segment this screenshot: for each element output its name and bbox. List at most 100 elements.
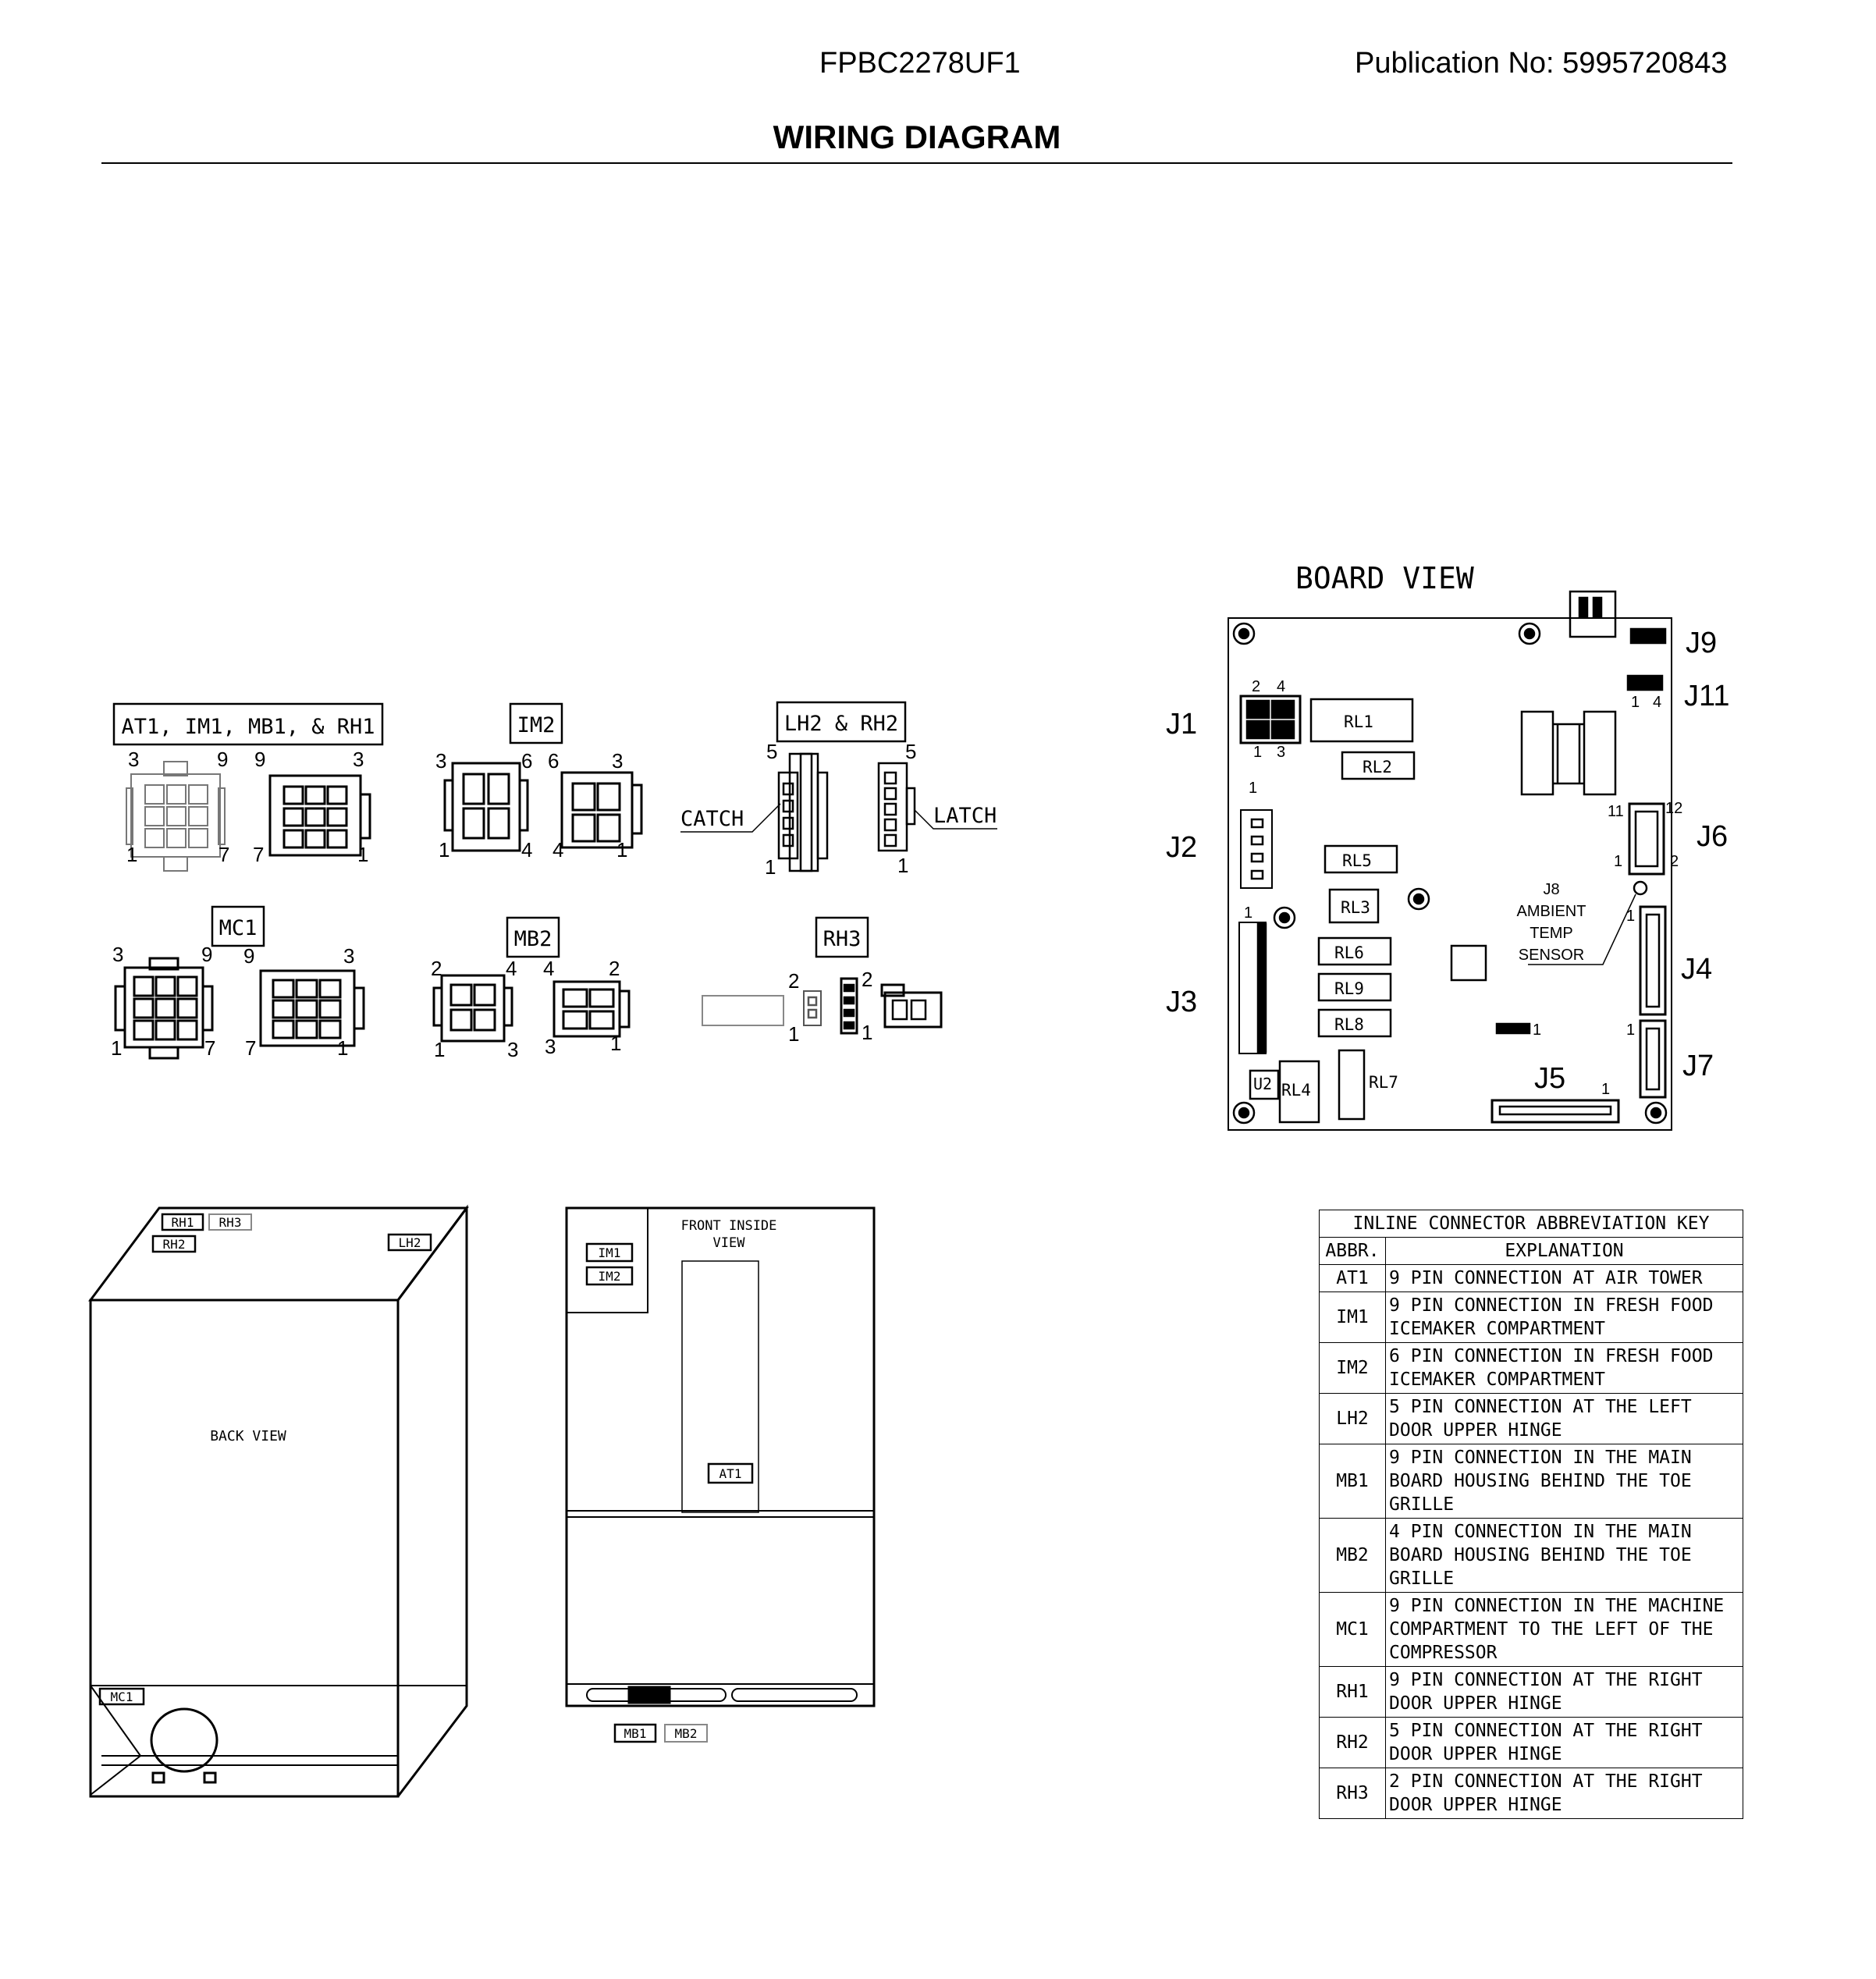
svg-text:3: 3 <box>435 749 446 773</box>
board-labels: J9 J11 J1 J2 J3 J4 J5 J6 J7 RL1 RL2 RL5 … <box>1166 627 1729 1100</box>
svg-text:5: 5 <box>766 740 777 763</box>
svg-text:9: 9 <box>217 748 228 771</box>
svg-text:6: 6 <box>548 749 559 773</box>
svg-text:1: 1 <box>1533 1021 1541 1039</box>
front-view-labels: FRONT INSIDE VIEW IM1 IM2 AT1 MB1 MB2 <box>585 1218 776 1743</box>
svg-text:SENSOR: SENSOR <box>1519 947 1584 964</box>
svg-text:3: 3 <box>112 943 123 966</box>
svg-text:1: 1 <box>1626 908 1635 925</box>
svg-text:4: 4 <box>1653 694 1661 711</box>
svg-text:2: 2 <box>788 969 799 993</box>
title-rule <box>101 162 1732 164</box>
svg-text:RH3: RH3 <box>823 927 862 951</box>
svg-text:RL5: RL5 <box>1342 851 1372 870</box>
svg-text:1: 1 <box>337 1036 348 1060</box>
lh2-labels: CATCH LATCH 5 1 5 1 <box>680 740 997 879</box>
rh3-pin-numbers: 2 1 2 1 <box>788 968 872 1046</box>
six-pin-connector-female <box>560 771 643 849</box>
five-pin-catch-connector <box>777 752 829 872</box>
back-view-labels: BACK VIEW RH1 RH3 RH2 LH2 MC1 <box>98 1213 432 1706</box>
svg-text:RL8: RL8 <box>1334 1015 1364 1034</box>
svg-text:TEMP: TEMP <box>1530 925 1573 942</box>
svg-text:2: 2 <box>1252 678 1260 695</box>
svg-text:MC1: MC1 <box>219 916 258 940</box>
svg-text:J6: J6 <box>1697 820 1728 853</box>
svg-text:2: 2 <box>431 957 442 980</box>
svg-text:IM1: IM1 <box>599 1245 621 1260</box>
mb2-four-pin-female <box>552 980 631 1038</box>
svg-text:2: 2 <box>1670 853 1679 870</box>
svg-text:RH2: RH2 <box>163 1237 186 1252</box>
svg-text:2: 2 <box>862 968 872 991</box>
lh2-leader-lines <box>680 803 997 833</box>
svg-text:5: 5 <box>905 740 916 763</box>
connector-label-lh2-rh2: LH2 & RH2 <box>776 701 907 743</box>
svg-text:1: 1 <box>1626 1021 1635 1039</box>
connector-label-mb2: MB2 <box>506 916 560 958</box>
svg-text:7: 7 <box>245 1036 256 1060</box>
svg-text:1: 1 <box>1601 1081 1610 1098</box>
svg-text:1: 1 <box>357 843 368 866</box>
svg-text:J8: J8 <box>1543 881 1559 898</box>
svg-text:LH2: LH2 <box>399 1235 421 1250</box>
connector-label-rh3: RH3 <box>815 916 869 958</box>
page-title: WIRING DIAGRAM <box>773 119 1061 155</box>
connector-label-im2: IM2 <box>509 702 563 744</box>
svg-text:U2: U2 <box>1253 1075 1272 1093</box>
svg-text:VIEW: VIEW <box>713 1235 746 1251</box>
six-pin-connector-male <box>443 762 529 852</box>
svg-text:1: 1 <box>439 838 449 862</box>
svg-text:1: 1 <box>610 1032 621 1055</box>
svg-text:RL1: RL1 <box>1344 712 1373 731</box>
mc1-nine-pin-male <box>114 957 214 1060</box>
svg-text:J9: J9 <box>1686 627 1717 659</box>
svg-text:9: 9 <box>254 748 265 771</box>
svg-text:MB2: MB2 <box>514 927 552 951</box>
mc1-pin-numbers: 3 9 1 7 9 3 7 1 <box>111 943 354 1060</box>
cabinet-back-view <box>88 1204 469 1798</box>
svg-text:LH2 & RH2: LH2 & RH2 <box>784 712 898 736</box>
five-pin-latch-connector <box>877 762 916 852</box>
connector-label-at1-group-text: AT1, IM1, MB1, & RH1 <box>121 715 375 739</box>
catch-label: CATCH <box>680 807 744 831</box>
svg-text:7: 7 <box>253 843 264 866</box>
connector-label-mc1: MC1 <box>211 905 265 947</box>
connector-label-at1-group: AT1, IM1, MB1, & RH1 <box>112 702 384 746</box>
svg-text:11: 11 <box>1608 803 1624 820</box>
svg-text:IM2: IM2 <box>517 713 556 737</box>
nine-pin-connector-female <box>268 774 371 857</box>
cabinet-front-inside-view <box>565 1206 876 1707</box>
svg-text:RL7: RL7 <box>1369 1073 1398 1092</box>
at1-pin-numbers: 3 9 1 7 9 3 7 1 <box>126 748 368 866</box>
svg-text:RH3: RH3 <box>219 1215 242 1230</box>
svg-text:3: 3 <box>1277 744 1285 761</box>
svg-text:3: 3 <box>612 749 623 773</box>
svg-text:6: 6 <box>521 749 532 773</box>
board-view-title: BOARD VIEW <box>1295 561 1474 595</box>
svg-text:4: 4 <box>521 838 532 862</box>
im2-pin-numbers: 3 6 1 4 6 3 4 1 <box>435 749 627 862</box>
mb2-four-pin-male <box>432 974 513 1043</box>
svg-text:2: 2 <box>609 957 620 980</box>
svg-text:J5: J5 <box>1534 1062 1565 1095</box>
svg-text:RL3: RL3 <box>1341 898 1370 917</box>
nine-pin-connector-male-light <box>126 761 226 872</box>
svg-text:1: 1 <box>111 1036 122 1060</box>
svg-text:J11: J11 <box>1684 680 1729 712</box>
svg-text:1: 1 <box>1249 780 1257 797</box>
key-col-explanation: EXPLANATION <box>1385 1237 1743 1265</box>
svg-text:3: 3 <box>353 748 364 771</box>
svg-text:J3: J3 <box>1166 986 1197 1018</box>
svg-text:1: 1 <box>788 1022 799 1046</box>
rh3-two-pin-connectors <box>702 977 943 1035</box>
svg-text:7: 7 <box>219 843 229 866</box>
svg-text:1: 1 <box>765 855 776 879</box>
key-col-abbr: ABBR. <box>1319 1237 1386 1265</box>
